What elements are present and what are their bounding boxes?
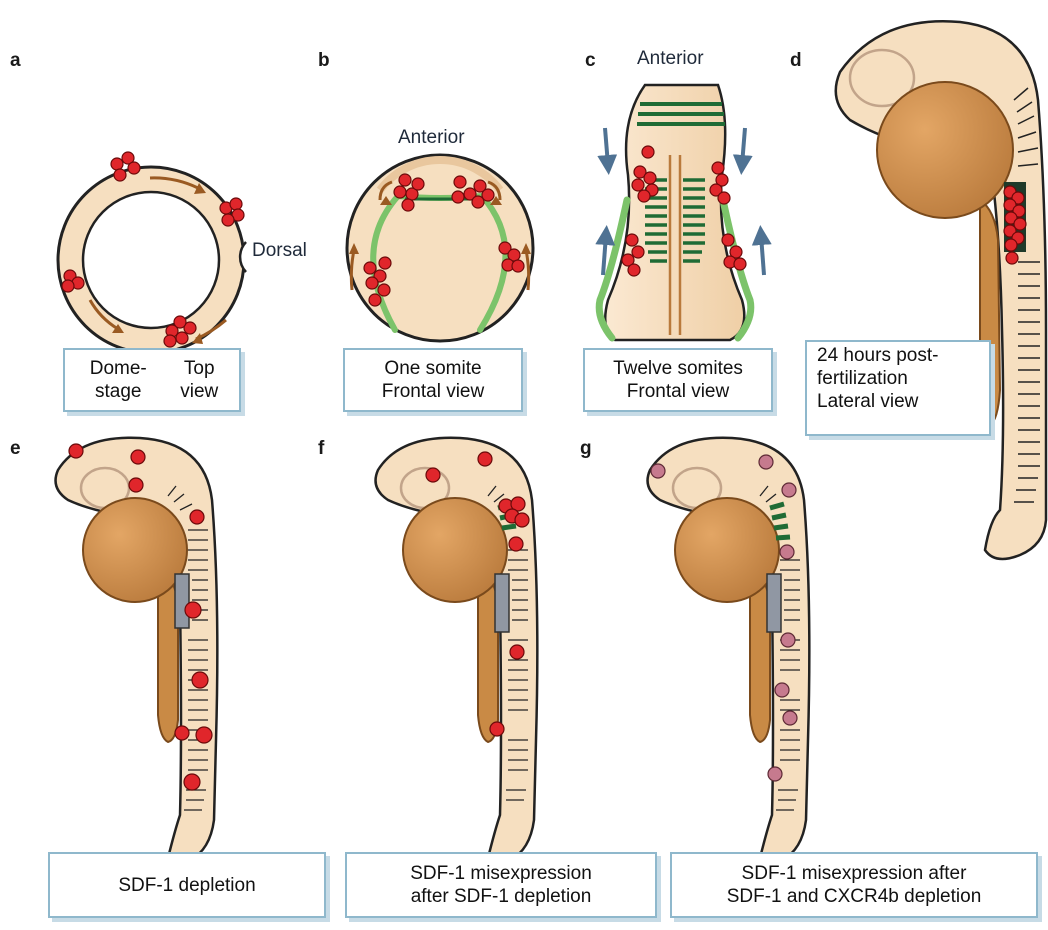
panel-b-letter: b	[318, 50, 330, 72]
panel-b-diagram	[347, 155, 533, 341]
panel-g-caption: SDF-1 misexpression after SDF-1 and CXCR…	[670, 852, 1038, 918]
panel-f-caption-line-2: after SDF-1 depletion	[411, 885, 592, 908]
panel-g-gonad-box	[767, 574, 781, 632]
panel-f-yolk	[403, 498, 507, 602]
panel-c-diagram	[599, 85, 764, 340]
panel-d-caption-line-1: 24 hours post-	[817, 344, 938, 367]
panel-b-caption-line-1: One somite	[384, 357, 481, 380]
panel-d-letter: d	[790, 50, 802, 72]
panel-g-caption-line-1: SDF-1 misexpression after	[742, 862, 967, 885]
panel-c-caption-line-2: Frontal view	[627, 380, 729, 403]
panel-e-letter: e	[10, 438, 21, 460]
panel-b-caption: One somite Frontal view	[343, 348, 523, 412]
panel-d-caption-line-3: Lateral view	[817, 390, 918, 413]
panel-d-caption-line-2: fertilization	[817, 367, 908, 390]
panel-a-letter: a	[10, 50, 21, 72]
panel-f-letter: f	[318, 438, 324, 460]
panel-d-diagram	[836, 21, 1046, 559]
panel-e-gonad-box	[175, 574, 189, 628]
panel-g-yolk	[675, 498, 779, 602]
panel-e-caption-line-1: SDF-1 depletion	[118, 874, 255, 897]
panel-f-diagram	[376, 438, 538, 865]
panel-e-diagram	[56, 438, 218, 865]
panel-a-dorsal-label: Dorsal	[252, 240, 307, 262]
panel-g-letter: g	[580, 438, 592, 460]
panel-c-anterior-label: Anterior	[637, 48, 704, 70]
panel-f-caption: SDF-1 misexpression after SDF-1 depletio…	[345, 852, 657, 918]
panel-c-letter: c	[585, 50, 596, 72]
panel-e-caption: SDF-1 depletion	[48, 852, 326, 918]
panel-d-caption: 24 hours post- fertilization Lateral vie…	[805, 340, 991, 436]
panel-g-caption-line-2: SDF-1 and CXCR4b depletion	[727, 885, 982, 908]
panel-b-caption-line-2: Frontal view	[382, 380, 484, 403]
panel-a-caption-line-1: Dome-stage	[71, 357, 166, 403]
panel-c-caption-line-1: Twelve somites	[613, 357, 743, 380]
panel-b-anterior-label: Anterior	[398, 127, 465, 149]
panel-f-gonad-box	[495, 574, 509, 632]
panel-e-yolk	[83, 498, 187, 602]
panel-a-diagram	[58, 152, 246, 353]
panel-a-ring-inner	[83, 192, 219, 328]
panel-c-caption: Twelve somites Frontal view	[583, 348, 773, 412]
panel-d-yolk	[877, 82, 1013, 218]
panel-a-caption: Dome-stage Top view	[63, 348, 241, 412]
panel-a-caption-line-2: Top view	[166, 357, 234, 403]
panel-g-diagram	[648, 438, 810, 865]
panel-f-caption-line-1: SDF-1 misexpression	[410, 862, 592, 885]
